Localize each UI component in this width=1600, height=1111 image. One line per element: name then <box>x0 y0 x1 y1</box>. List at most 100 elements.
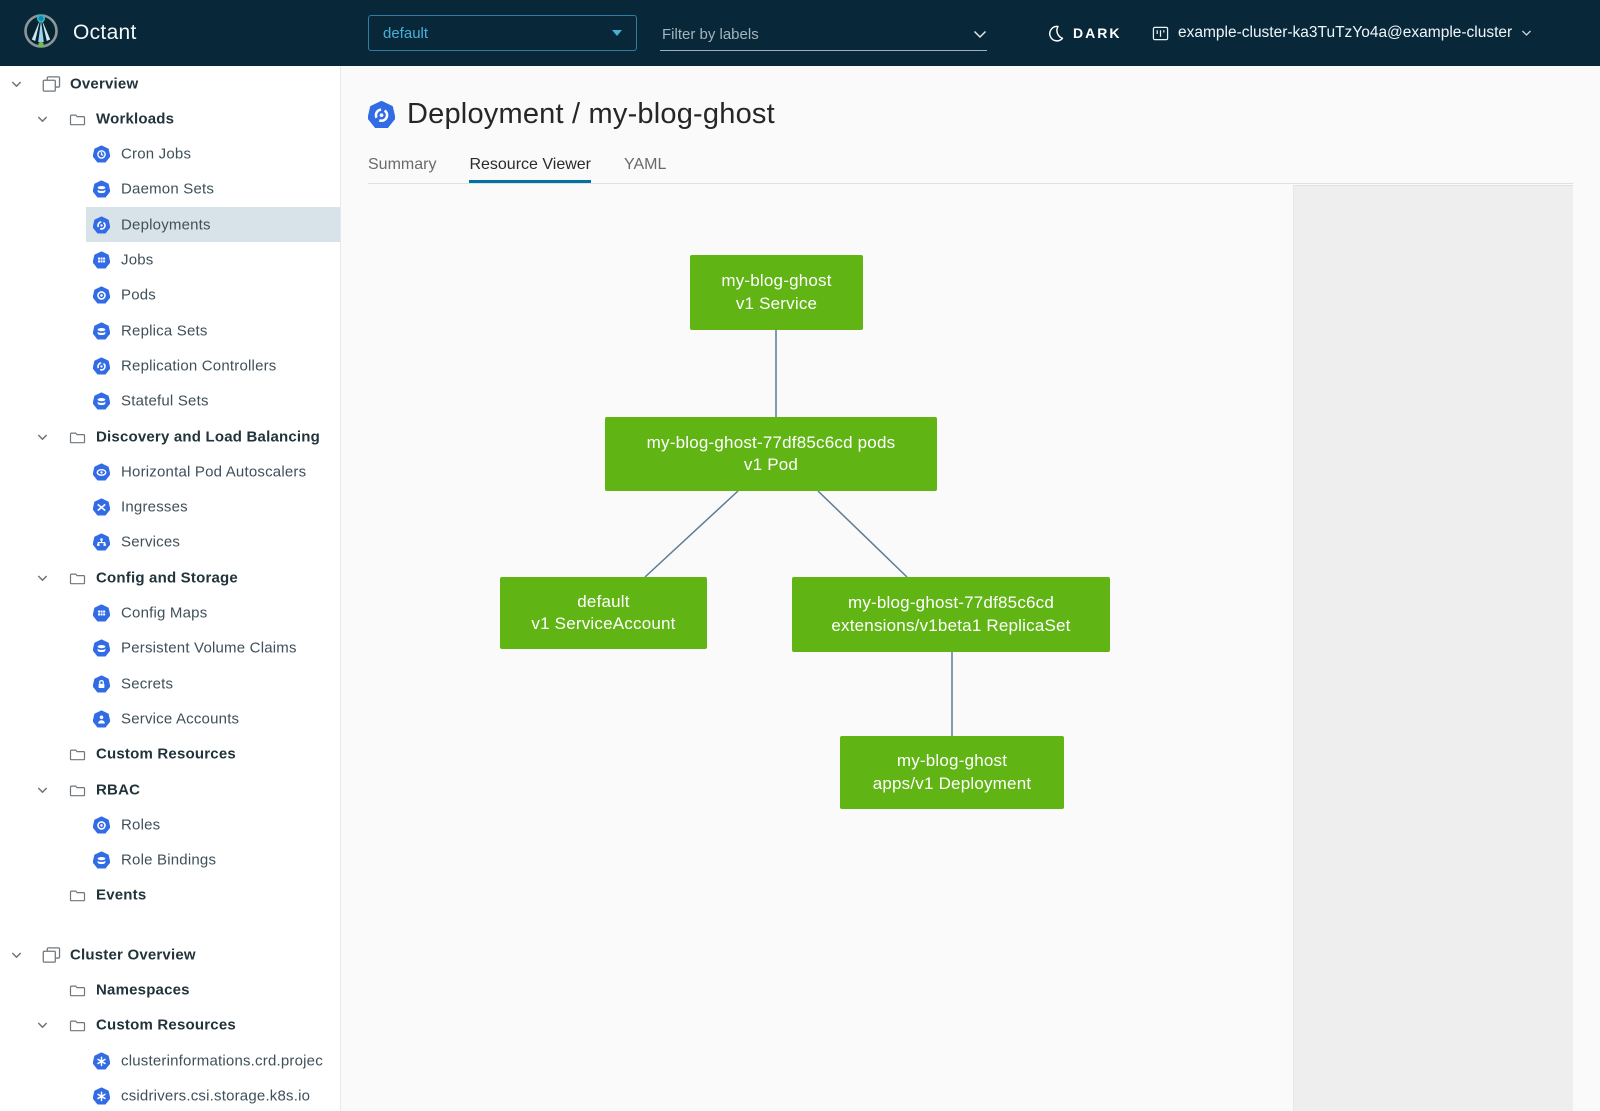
folder-icon <box>69 429 86 444</box>
sidebar-item-label: Custom Resources <box>96 1016 236 1034</box>
graph-node-replicaset[interactable]: my-blog-ghost-77df85c6cd extensions/v1be… <box>792 577 1110 652</box>
tab-resource-viewer[interactable]: Resource Viewer <box>469 156 591 183</box>
sidebar-item-rbac[interactable]: RBAC <box>0 772 340 807</box>
chevron-down-icon[interactable] <box>36 783 49 796</box>
chevron-down-icon[interactable] <box>10 77 23 90</box>
node-kind: v1 Service <box>735 293 818 313</box>
sidebar-item-horizontal-pod-autoscalers[interactable]: Horizontal Pod Autoscalers <box>0 454 340 489</box>
top-navbar: Octant default DARK example-cluster-ka3T… <box>0 0 1600 66</box>
sidebar-item-config-and-storage[interactable]: Config and Storage <box>0 560 340 595</box>
folder-icon <box>69 570 86 585</box>
node-kind: v1 ServiceAccount <box>531 614 676 633</box>
config-maps-icon <box>93 604 110 622</box>
crd-icon <box>93 1052 110 1070</box>
sidebar-item-label: Discovery and Load Balancing <box>96 428 320 445</box>
sidebar-item-label: Workloads <box>96 110 175 128</box>
brand: Octant <box>22 0 137 66</box>
main-content: Deployment / my-blog-ghost Summary Resou… <box>341 66 1600 1111</box>
sidebar-item-label: Services <box>121 533 181 551</box>
sidebar-item-namespaces[interactable]: Namespaces <box>0 973 340 1008</box>
node-name: my-blog-ghost-77df85c6cd pods <box>646 432 896 452</box>
tab-bar: Summary Resource Viewer YAML <box>368 156 667 183</box>
sidebar-item-clusterinformations-crd-projec[interactable]: clusterinformations.crd.projec <box>0 1043 340 1078</box>
sidebar-item-label: Horizontal Pod Autoscalers <box>121 463 307 481</box>
chevron-down-icon[interactable] <box>36 430 49 443</box>
folder-icon <box>69 1018 86 1033</box>
page-header: Deployment / my-blog-ghost <box>368 98 775 131</box>
sidebar-item-custom-resources[interactable]: Custom Resources <box>0 1008 340 1043</box>
tab-summary[interactable]: Summary <box>368 156 437 173</box>
sidebar-item-replication-controllers[interactable]: Replication Controllers <box>0 348 340 383</box>
theme-toggle[interactable]: DARK <box>1046 0 1121 66</box>
graph-node-serviceaccount[interactable]: default v1 ServiceAccount <box>500 577 707 649</box>
sidebar-item-pods[interactable]: Pods <box>0 278 340 313</box>
sidebar-item-label: Cluster Overview <box>70 946 196 964</box>
sidebar-item-label: Deployments <box>121 216 211 234</box>
sidebar-item-config-maps[interactable]: Config Maps <box>0 596 340 631</box>
sidebar-item-roles[interactable]: Roles <box>0 807 340 842</box>
chevron-down-icon[interactable] <box>36 112 49 125</box>
sidebar-item-csidrivers-csi-storage-k8s-io[interactable]: csidrivers.csi.storage.k8s.io <box>0 1078 340 1111</box>
moon-icon <box>1046 24 1065 43</box>
folder-icon <box>69 983 86 998</box>
label-filter <box>660 18 987 51</box>
sidebar-item-label: Service Accounts <box>121 710 240 728</box>
replication-controllers-icon <box>93 357 110 375</box>
sidebar-item-label: Jobs <box>121 251 154 269</box>
sidebar-item-label: Secrets <box>121 675 174 693</box>
namespace-dropdown[interactable]: default <box>368 15 637 51</box>
node-name: my-blog-ghost <box>896 751 1008 771</box>
chevron-down-icon[interactable] <box>36 1019 49 1032</box>
chevron-down-icon[interactable] <box>10 948 23 961</box>
page-title: Deployment / my-blog-ghost <box>407 98 775 130</box>
graph-node-deployment[interactable]: my-blog-ghost apps/v1 Deployment <box>840 736 1064 809</box>
sidebar-item-service-accounts[interactable]: Service Accounts <box>0 701 340 736</box>
sidebar-item-services[interactable]: Services <box>0 525 340 560</box>
sidebar-item-label: Replica Sets <box>121 322 208 340</box>
sidebar-item-label: Persistent Volume Claims <box>121 639 297 657</box>
deployments-icon <box>93 216 110 234</box>
node-kind: extensions/v1beta1 ReplicaSet <box>831 615 1071 635</box>
label-filter-input[interactable] <box>660 24 973 44</box>
sidebar-item-stateful-sets[interactable]: Stateful Sets <box>0 384 340 419</box>
folder-icon <box>69 111 86 126</box>
sidebar-item-deployments[interactable]: Deployments <box>0 207 340 243</box>
node-name: default <box>577 591 630 611</box>
sidebar-item-ingresses[interactable]: Ingresses <box>0 490 340 525</box>
sidebar-item-persistent-volume-claims[interactable]: Persistent Volume Claims <box>0 631 340 666</box>
namespace-value: default <box>383 24 429 42</box>
sidebar-item-custom-resources[interactable]: Custom Resources <box>0 737 340 772</box>
sidebar-item-overview[interactable]: Overview <box>0 66 340 101</box>
sidebar-item-replica-sets[interactable]: Replica Sets <box>0 313 340 348</box>
sidebar-item-events[interactable]: Events <box>0 878 340 913</box>
ingresses-icon <box>93 498 110 516</box>
sidebar-item-label: Pods <box>121 286 156 304</box>
daemon-sets-icon <box>93 180 110 198</box>
sidebar-item-workloads[interactable]: Workloads <box>0 101 340 136</box>
sidebar-item-label: Replication Controllers <box>121 357 277 375</box>
sidebar-item-cron-jobs[interactable]: Cron Jobs <box>0 137 340 172</box>
sidebar-item-jobs[interactable]: Jobs <box>0 243 340 278</box>
chevron-down-icon[interactable] <box>973 30 987 39</box>
sidebar-item-label: clusterinformations.crd.projec <box>121 1052 323 1070</box>
graph-node-service[interactable]: my-blog-ghost v1 Service <box>690 255 863 330</box>
sidebar-item-label: Stateful Sets <box>121 392 209 410</box>
node-kind: apps/v1 Deployment <box>872 773 1032 793</box>
roles-icon <box>93 816 110 834</box>
pods-icon <box>93 286 110 304</box>
graph-node-pod[interactable]: my-blog-ghost-77df85c6cd pods v1 Pod <box>605 417 937 491</box>
role-bindings-icon <box>93 851 110 869</box>
sidebar-item-discovery-and-load-balancing[interactable]: Discovery and Load Balancing <box>0 419 340 454</box>
tab-yaml[interactable]: YAML <box>624 156 667 173</box>
sidebar-item-label: Overview <box>70 75 139 92</box>
cluster-context[interactable]: example-cluster-ka3TuTzYo4a@example-clus… <box>1152 0 1532 66</box>
sidebar-item-cluster-overview[interactable]: Cluster Overview <box>0 937 340 972</box>
secrets-icon <box>93 675 110 693</box>
overview-icon <box>42 946 61 963</box>
folder-icon <box>69 888 86 903</box>
sidebar-item-daemon-sets[interactable]: Daemon Sets <box>0 172 340 207</box>
node-kind: v1 Pod <box>743 455 799 474</box>
sidebar-item-secrets[interactable]: Secrets <box>0 666 340 701</box>
chevron-down-icon[interactable] <box>36 571 49 584</box>
sidebar-item-role-bindings[interactable]: Role Bindings <box>0 843 340 878</box>
